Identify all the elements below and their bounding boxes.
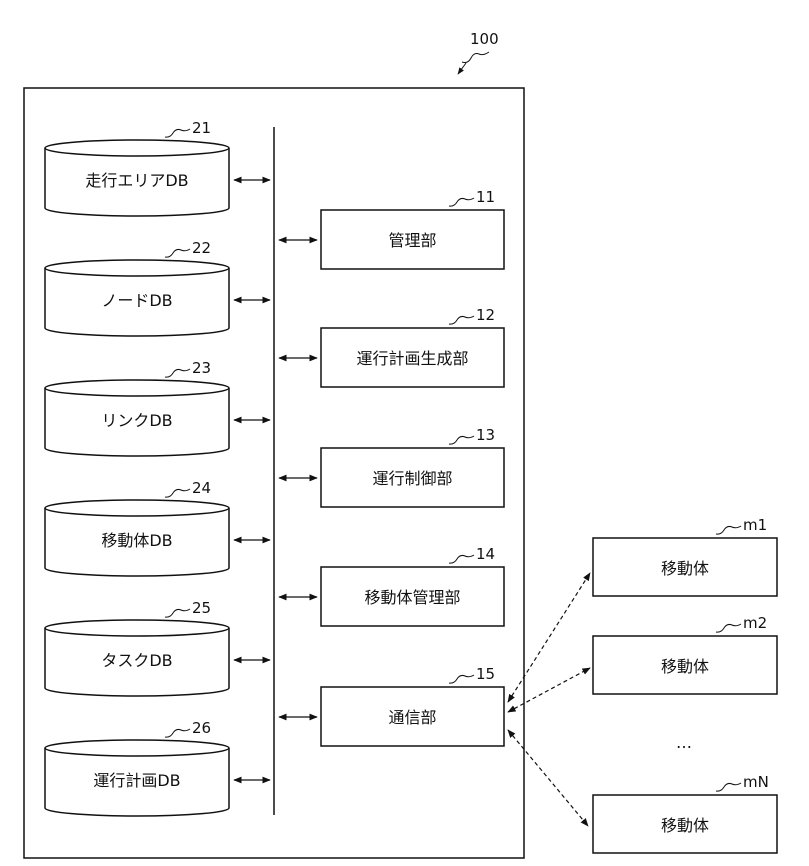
unit-ref: 13 [476,426,495,444]
system-ref-leader [462,52,489,63]
unit-ref: 12 [476,306,495,324]
unit-ref-leader [449,555,474,563]
system-ref-arrow [458,63,466,74]
database-cylinder-top [45,740,229,756]
unit-13: 運行制御部 13 [279,426,504,507]
mobile-m2: 移動体 m2 [508,614,777,712]
database-ref-leader [165,129,190,137]
database-ref: 21 [192,119,211,137]
mobile-ref-leader [716,526,741,534]
database-label: 走行エリアDB [85,171,188,190]
system-ref-label: 100 [470,30,499,48]
unit-ref: 15 [476,665,495,683]
mobile-ref-leader [716,783,741,791]
unit-15: 通信部 15 [279,665,504,746]
database-25: タスクDB 25 [45,599,270,696]
database-cylinder-top [45,260,229,276]
database-23: リンクDB 23 [45,359,270,456]
database-cylinder-top [45,380,229,396]
database-21: 走行エリアDB 21 [45,119,270,216]
database-ref: 24 [192,479,211,497]
database-cylinder-top [45,620,229,636]
database-label: 移動体DB [101,531,172,550]
database-label: ノードDB [101,291,172,310]
database-ref-leader [165,609,190,617]
unit-label: 通信部 [388,708,436,727]
unit-14: 移動体管理部 14 [279,545,504,626]
database-label: タスクDB [101,651,172,670]
unit-label: 運行制御部 [372,469,452,488]
database-22: ノードDB 22 [45,239,270,336]
database-label: 運行計画DB [93,771,180,790]
unit-label: 管理部 [388,231,436,250]
wireless-link-arrow [508,730,588,826]
unit-11: 管理部 11 [279,188,504,269]
mobile-group: 移動体 m1 移動体 m2 移動体 mN [508,516,777,853]
database-label: リンクDB [101,411,172,430]
unit-ref-leader [449,436,474,444]
unit-12: 運行計画生成部 12 [279,306,504,387]
unit-ref: 11 [476,188,495,206]
database-26: 運行計画DB 26 [45,719,270,816]
mobile-label: 移動体 [661,816,709,835]
database-group: 走行エリアDB 21 ノードDB 22 リンクDB 23 移動体DB 24 タスクDB 25 運行計… [45,119,270,816]
wireless-link-arrow [508,573,590,702]
unit-ref: 14 [476,545,495,563]
mobile-label: 移動体 [661,559,709,578]
mobile-ref: m1 [743,516,767,534]
database-24: 移動体DB 24 [45,479,270,576]
database-ref: 23 [192,359,211,377]
mobile-ref: mN [743,773,769,791]
database-ref: 22 [192,239,211,257]
unit-group: 管理部 11 運行計画生成部 12 運行制御部 13 移動体管理部 14 通信部 15 [279,188,504,746]
unit-label: 運行計画生成部 [356,349,468,368]
database-cylinder-top [45,500,229,516]
mobile-ref: m2 [743,614,767,632]
mobile-label: 移動体 [661,657,709,676]
database-ref-leader [165,369,190,377]
database-ref: 26 [192,719,211,737]
wireless-link-arrow [508,668,590,712]
database-ref-leader [165,489,190,497]
unit-ref-leader [449,198,474,206]
mobile-mN: 移動体 mN [508,730,777,853]
database-cylinder-top [45,140,229,156]
database-ref-leader [165,729,190,737]
database-ref: 25 [192,599,211,617]
unit-label: 移動体管理部 [364,588,460,607]
unit-ref-leader [449,675,474,683]
database-ref-leader [165,249,190,257]
ellipsis-label: … [676,733,692,752]
unit-ref-leader [449,316,474,324]
mobile-ref-leader [716,624,741,632]
